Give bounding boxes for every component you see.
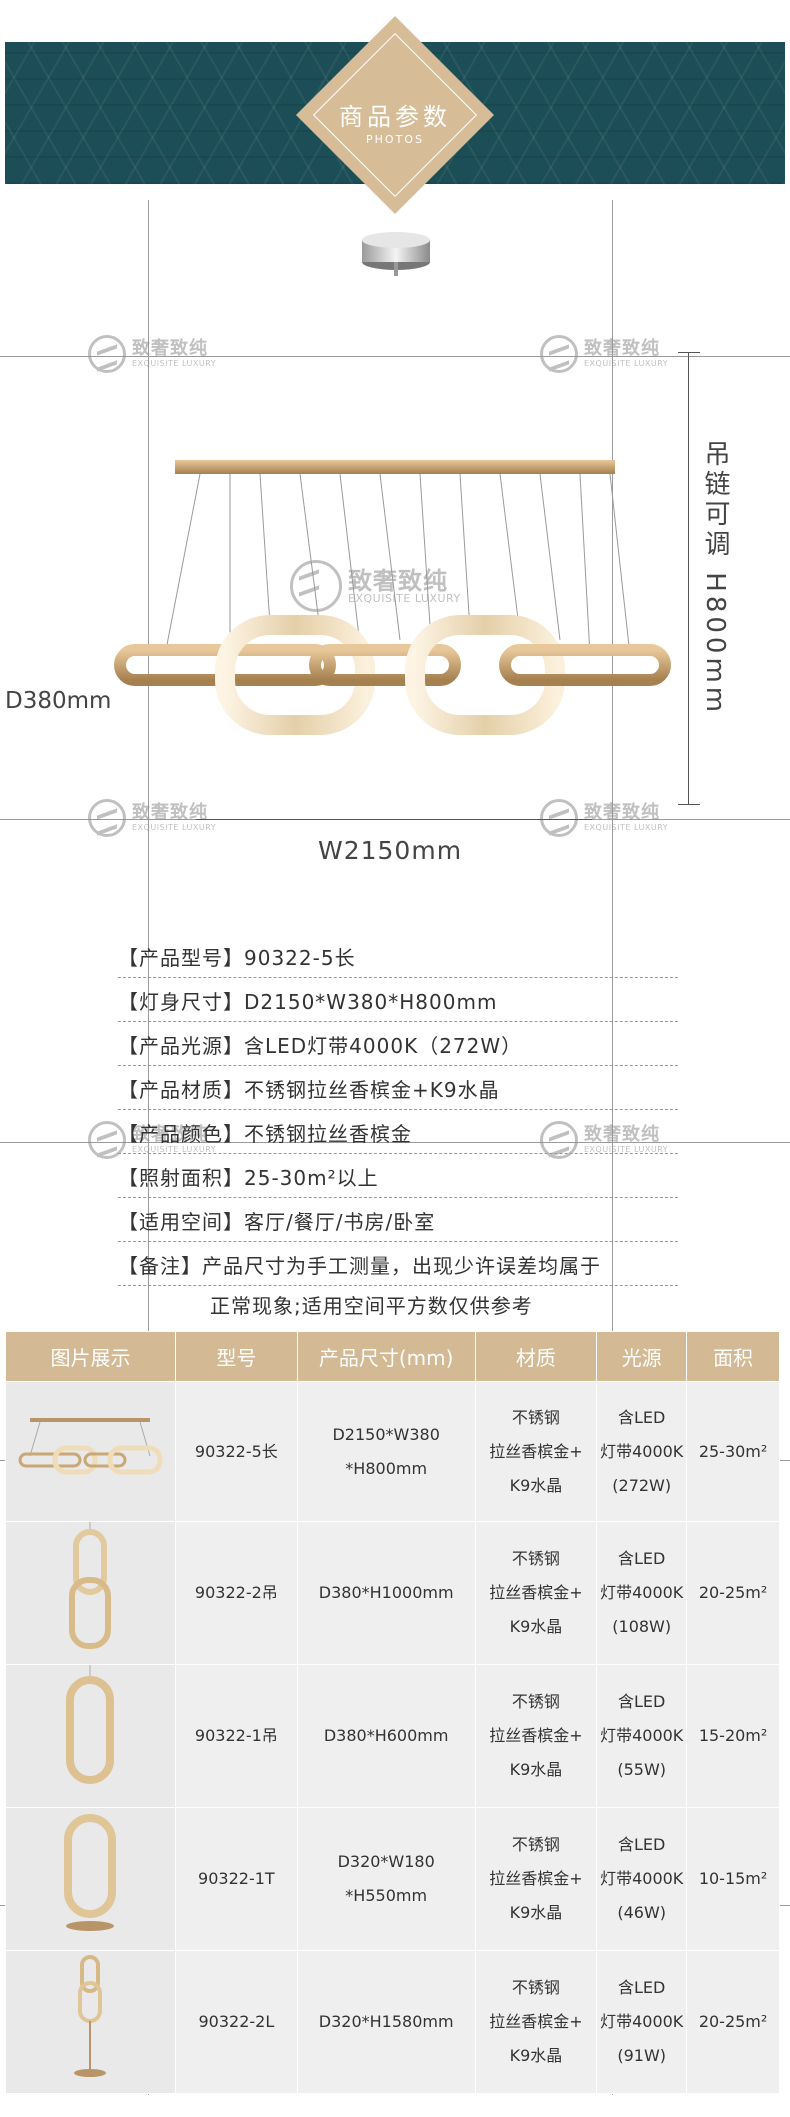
brand-logo-icon bbox=[540, 335, 578, 373]
brand-logo-icon bbox=[88, 1121, 126, 1159]
area-cell: 20-25m² bbox=[686, 1950, 780, 2094]
header-light: 光源 bbox=[596, 1331, 688, 1382]
table-row: 90322-5长 D2150*W380*H800mm 不锈钢拉丝香槟金+K9水晶… bbox=[5, 1381, 780, 1522]
guide-line bbox=[148, 200, 149, 2095]
size-cell: D380*H600mm bbox=[296, 1664, 476, 1808]
height-dimension-line bbox=[688, 352, 689, 804]
model-cell: 90322-5长 bbox=[174, 1381, 298, 1522]
banner-subtitle: PHOTOS bbox=[366, 133, 424, 146]
header-image: 图片展示 bbox=[5, 1331, 176, 1382]
banner-title: 商品参数 bbox=[339, 103, 451, 131]
ceiling-canopy-icon bbox=[362, 232, 430, 276]
header-model: 型号 bbox=[174, 1331, 298, 1382]
brand-logo-icon bbox=[290, 560, 342, 612]
table-lamp-icon bbox=[64, 1814, 117, 1931]
size-cell: D380*H1000mm bbox=[296, 1521, 476, 1665]
area-cell: 15-20m² bbox=[686, 1664, 780, 1808]
product-variants-table: 图片展示 型号 产品尺寸(mm) 材质 光源 面积 90322-5长 D2150… bbox=[5, 1331, 780, 2094]
brand-logo-icon bbox=[88, 335, 126, 373]
brand-logo-icon bbox=[540, 1121, 578, 1159]
height-dimension-label: 吊链可调 H800mm bbox=[700, 440, 730, 717]
size-cell: D320*H1580mm bbox=[296, 1950, 476, 2094]
width-dimension-line bbox=[196, 819, 592, 820]
brand-logo-icon bbox=[540, 799, 578, 837]
header-material: 材质 bbox=[474, 1331, 598, 1382]
product-thumbnail bbox=[5, 1664, 176, 1808]
table-row: 90322-2L D320*H1580mm 不锈钢拉丝香槟金+K9水晶 含LED… bbox=[5, 1950, 780, 2094]
product-thumbnail bbox=[5, 1807, 176, 1951]
size-cell: D320*W180*H550mm bbox=[296, 1807, 476, 1951]
product-thumbnail bbox=[5, 1950, 176, 2094]
pendant-lamp-drawing bbox=[114, 460, 671, 735]
model-cell: 90322-2L bbox=[174, 1950, 298, 2094]
material-cell: 不锈钢拉丝香槟金+K9水晶 bbox=[474, 1521, 598, 1665]
spec-note: 【备注】产品尺寸为手工测量，出现少许误差均属于 bbox=[118, 1246, 678, 1286]
guide-line bbox=[612, 200, 613, 2095]
spec-light: 【产品光源】含LED灯带4000K（272W） bbox=[118, 1026, 678, 1066]
width-dimension-label: W2150mm bbox=[318, 836, 463, 865]
area-cell: 10-15m² bbox=[686, 1807, 780, 1951]
area-cell: 20-25m² bbox=[686, 1521, 780, 1665]
table-header-row: 图片展示 型号 产品尺寸(mm) 材质 光源 面积 bbox=[5, 1331, 780, 1382]
spec-area: 【照射面积】25-30m²以上 bbox=[118, 1158, 678, 1198]
brand-logo-icon bbox=[88, 799, 126, 837]
banner-badge: 商品参数 PHOTOS bbox=[295, 15, 495, 215]
spec-color: 【产品颜色】不锈钢拉丝香槟金 bbox=[118, 1114, 678, 1154]
model-cell: 90322-1吊 bbox=[174, 1664, 298, 1808]
material-cell: 不锈钢拉丝香槟金+K9水晶 bbox=[474, 1950, 598, 2094]
product-thumbnail bbox=[5, 1381, 176, 1522]
table-row: 90322-1T D320*W180*H550mm 不锈钢拉丝香槟金+K9水晶 … bbox=[5, 1807, 780, 1951]
material-cell: 不锈钢拉丝香槟金+K9水晶 bbox=[474, 1807, 598, 1951]
floor-lamp-icon bbox=[74, 1955, 107, 2077]
table-row: 90322-2吊 D380*H1000mm 不锈钢拉丝香槟金+K9水晶 含LED… bbox=[5, 1521, 780, 1665]
double-pendant-icon bbox=[69, 1522, 112, 1649]
model-cell: 90322-1T bbox=[174, 1807, 298, 1951]
material-cell: 不锈钢拉丝香槟金+K9水晶 bbox=[474, 1664, 598, 1808]
spec-note-continued: 正常现象;适用空间平方数仅供参考 bbox=[210, 1294, 533, 1318]
single-pendant-icon bbox=[66, 1665, 115, 1784]
area-cell: 25-30m² bbox=[686, 1381, 780, 1522]
spec-model: 【产品型号】90322-5长 bbox=[118, 938, 678, 978]
header-size: 产品尺寸(mm) bbox=[296, 1331, 476, 1382]
depth-dimension-label: D380mm bbox=[5, 688, 112, 714]
size-cell: D2150*W380*H800mm bbox=[296, 1381, 476, 1522]
spec-size: 【灯身尺寸】D2150*W380*H800mm bbox=[118, 982, 678, 1022]
material-cell: 不锈钢拉丝香槟金+K9水晶 bbox=[474, 1381, 598, 1522]
guide-line bbox=[0, 356, 790, 357]
spec-space: 【适用空间】客厅/餐厅/书房/卧室 bbox=[118, 1202, 678, 1242]
spec-material: 【产品材质】不锈钢拉丝香槟金+K9水晶 bbox=[118, 1070, 678, 1110]
header-area: 面积 bbox=[686, 1331, 780, 1382]
model-cell: 90322-2吊 bbox=[174, 1521, 298, 1665]
guide-line bbox=[0, 1142, 790, 1143]
long-pendant-icon bbox=[18, 1417, 163, 1474]
product-thumbnail bbox=[5, 1521, 176, 1665]
